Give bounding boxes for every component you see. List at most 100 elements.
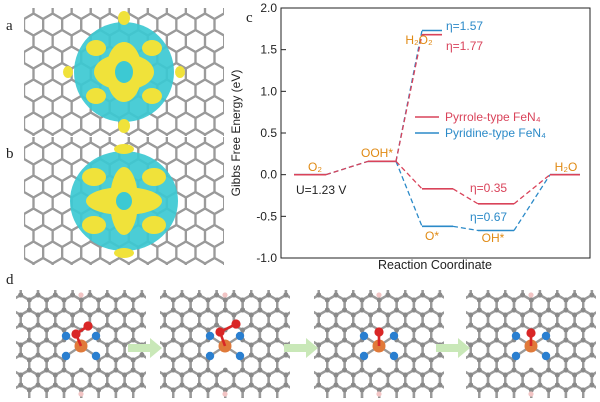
carbon-atom (316, 372, 322, 378)
carbon-atom (546, 387, 551, 393)
energy-connector (513, 174, 551, 231)
carbon-atom (205, 367, 211, 373)
carbon-atom (188, 297, 193, 303)
carbon-atom (368, 372, 373, 378)
carbon-atom (324, 327, 330, 333)
hydrogen-atom (376, 391, 382, 397)
carbon-atom (205, 307, 211, 313)
carbon-atom (589, 312, 595, 318)
carbon-atom (554, 312, 560, 318)
carbon-atom (170, 297, 176, 303)
carbon-atom (139, 292, 145, 298)
carbon-atom (257, 357, 263, 363)
graphene-hexagon (203, 127, 224, 136)
carbon-atom (266, 352, 271, 358)
carbon-atom (554, 342, 560, 348)
graphene-hexagon (165, 256, 187, 265)
carbon-atom (283, 352, 289, 358)
carbon-atom (248, 292, 254, 298)
carbon-atom (18, 312, 24, 318)
panel-label-c: c (246, 10, 253, 26)
carbon-atom (402, 342, 408, 348)
carbon-atom (437, 312, 443, 318)
carbon-atom (179, 382, 185, 388)
carbon-atom (563, 297, 569, 303)
carbon-atom (572, 382, 577, 388)
carbon-atom (394, 367, 399, 373)
carbon-atom (170, 387, 176, 393)
carbon-atom (44, 367, 49, 373)
carbon-atom (528, 387, 534, 393)
carbon-atom (130, 367, 136, 373)
carbon-atom (572, 352, 577, 358)
carbon-atom (342, 337, 347, 343)
carbon-atom (78, 307, 84, 313)
oxygen-atom (231, 319, 241, 329)
carbon-atom (580, 367, 586, 373)
charge-density-panel-a (24, 8, 224, 136)
energy-connector (452, 188, 479, 205)
carbon-atom (563, 337, 569, 343)
carbon-ring (429, 383, 444, 398)
carbon-atom (476, 357, 482, 363)
carbon-atom (274, 357, 280, 363)
carbon-atom (359, 327, 365, 333)
carbon-atom (333, 342, 339, 348)
carbon-ring (466, 383, 481, 398)
carbon-atom (122, 322, 127, 328)
carbon-atom (179, 312, 185, 318)
carbon-atom (554, 292, 560, 298)
carbon-atom (350, 312, 356, 318)
carbon-atom (546, 327, 551, 333)
carbon-atom (130, 357, 136, 363)
carbon-atom (580, 297, 586, 303)
carbon-atom (248, 372, 254, 378)
energy-connector (513, 174, 551, 205)
carbon-atom (589, 382, 595, 388)
carbon-atom (420, 352, 425, 358)
graphene-hexagon (24, 256, 35, 265)
carbon-atom (248, 382, 254, 388)
carbon-atom (476, 387, 482, 393)
reaction-step-row (0, 276, 600, 402)
carbon-atom (485, 292, 491, 298)
carbon-atom (468, 312, 474, 318)
carbon-atom (78, 297, 84, 303)
graphene-hexagon (184, 137, 207, 150)
carbon-atom (257, 387, 263, 393)
carbon-atom (350, 352, 356, 358)
carbon-atom (104, 342, 110, 348)
graphene-hexagon (146, 137, 168, 150)
carbon-atom (580, 357, 586, 363)
carbon-atom (274, 387, 280, 393)
graphene-hexagon (51, 127, 73, 136)
carbon-atom (231, 382, 237, 388)
oxygen-atom (71, 329, 81, 339)
graphene-hexagon (70, 127, 92, 136)
carbon-atom (214, 382, 219, 388)
carbon-atom (485, 372, 491, 378)
graphene-hexagon (146, 256, 168, 265)
state-label-ooh: OOH* (361, 146, 393, 160)
nitrogen-atom (389, 331, 399, 341)
carbon-atom (122, 292, 127, 298)
carbon-atom (476, 307, 482, 313)
hydrogen-atom (528, 292, 534, 298)
carbon-atom (61, 297, 67, 303)
carbon-atom (411, 357, 417, 363)
carbon-atom (179, 322, 185, 328)
carbon-atom (502, 372, 508, 378)
carbon-atom (580, 327, 586, 333)
carbon-atom (61, 367, 67, 373)
carbon-atom (528, 367, 534, 373)
panel-label-a: a (6, 18, 13, 34)
nitrogen-atom (359, 351, 369, 361)
carbon-atom (316, 292, 322, 298)
carbon-atom (231, 292, 237, 298)
carbon-atom (333, 322, 339, 328)
legend: Pyrrole-type FeN₄ Pyridine-type FeN₄ (415, 110, 546, 140)
carbon-atom (511, 307, 517, 313)
carbon-atom (350, 372, 356, 378)
carbon-atom (350, 342, 356, 348)
carbon-atom (122, 352, 127, 358)
